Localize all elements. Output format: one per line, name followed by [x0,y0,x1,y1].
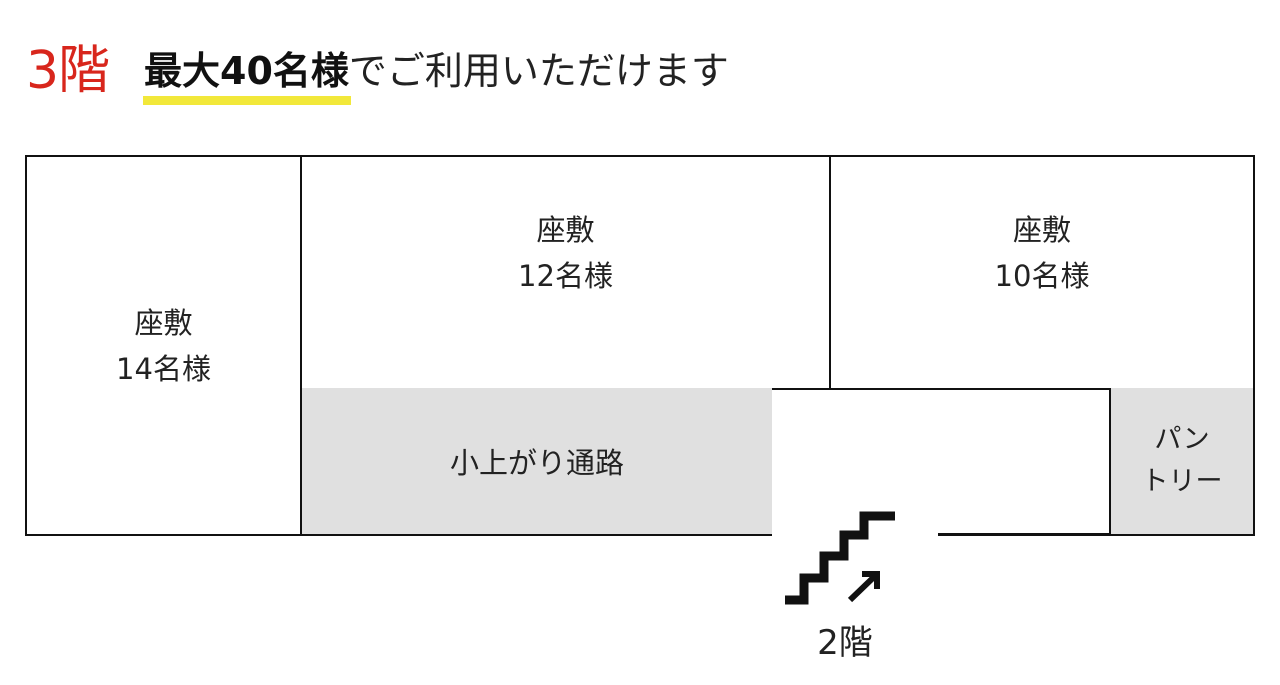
room-top-right: 座敷 10名様 [829,155,1255,390]
max-capacity-text: 最大40名様 [144,49,349,93]
max-capacity: 最大40名様 [143,36,351,106]
capacity-caption: 最大40名様でご利用いただけます [143,36,729,114]
room-top-middle-capacity: 12名様 [518,258,613,293]
room-top-right-capacity: 10名様 [994,258,1090,293]
corridor: 小上がり通路 [300,388,772,536]
room-left: 座敷 14名様 [25,155,302,536]
room-top-middle-name: 座敷 [536,212,595,247]
pantry: パン トリー [1109,388,1255,536]
room-left-name: 座敷 [134,305,193,340]
bottom-wall-right [938,533,1111,536]
room-left-capacity: 14名様 [116,351,211,386]
pantry-label-1: パン [1154,424,1210,455]
floor-label: 3階 [26,41,110,101]
corridor-label: 小上がり通路 [449,446,624,480]
room-top-middle: 座敷 12名様 [300,155,831,390]
pantry-label-2: トリー [1141,466,1223,497]
room-top-right-name: 座敷 [1012,212,1071,247]
stairs-up-icon [785,511,895,605]
capacity-caption-rest: でご利用いただけます [348,49,729,93]
stairs-label: 2階 [817,623,873,663]
